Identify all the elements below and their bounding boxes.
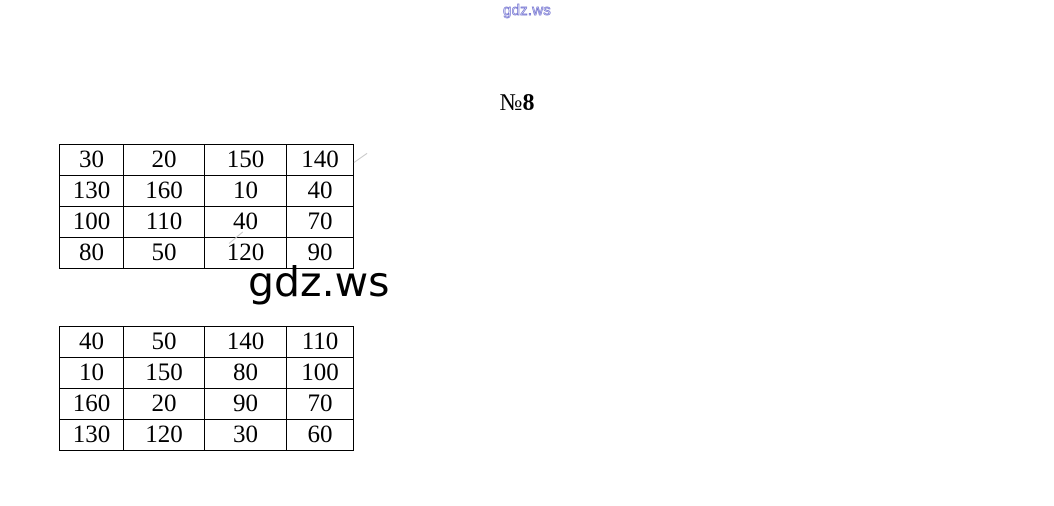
table-row: 130 120 30 60 [59, 419, 354, 451]
table-cell: 70 [286, 206, 354, 238]
table-cell: 150 [123, 357, 205, 389]
table-cell: 50 [123, 237, 205, 269]
table-cell: 100 [286, 357, 354, 389]
table-row: 100 110 40 70 [59, 206, 354, 238]
table-cell: 40 [204, 206, 287, 238]
table-cell: 60 [286, 419, 354, 451]
table-cell: 50 [123, 326, 205, 358]
table-cell: 20 [123, 388, 205, 420]
table-cell: 10 [59, 357, 124, 389]
table-cell: 80 [59, 237, 124, 269]
watermark-top: gdz.ws [503, 2, 551, 20]
table-cell: 130 [59, 419, 124, 451]
task-number-prefix: № [499, 90, 523, 116]
table-row: 130 160 10 40 [59, 175, 354, 207]
task-number-heading: №8 [0, 90, 1034, 117]
table-cell: 110 [286, 326, 354, 358]
table-cell: 40 [59, 326, 124, 358]
table-cell: 140 [286, 144, 354, 176]
table-row: 160 20 90 70 [59, 388, 354, 420]
table-cell: 30 [204, 419, 287, 451]
table-row: 80 50 120 90 [59, 237, 354, 269]
watermark-center: gdz.ws [248, 258, 390, 306]
table-row: 10 150 80 100 [59, 357, 354, 389]
table-cell: 70 [286, 388, 354, 420]
task-number-value: 8 [522, 90, 535, 116]
table-cell: 130 [59, 175, 124, 207]
table-cell: 90 [204, 388, 287, 420]
table-cell: 40 [286, 175, 354, 207]
table-row: 40 50 140 110 [59, 326, 354, 358]
table-cell: 80 [204, 357, 287, 389]
pencil-mark [353, 152, 368, 163]
table-cell: 120 [204, 237, 287, 269]
table-cell: 10 [204, 175, 287, 207]
table-cell: 160 [59, 388, 124, 420]
table-row: 30 20 150 140 [59, 144, 354, 176]
number-table-2: 40 50 140 110 10 150 80 100 160 20 90 70… [59, 326, 354, 451]
table-cell: 150 [204, 144, 287, 176]
table-cell: 30 [59, 144, 124, 176]
table-cell: 140 [204, 326, 287, 358]
table-cell: 20 [123, 144, 205, 176]
table-cell: 90 [286, 237, 354, 269]
table-cell: 160 [123, 175, 205, 207]
table-cell: 110 [123, 206, 205, 238]
table-cell: 120 [123, 419, 205, 451]
number-table-1: 30 20 150 140 130 160 10 40 100 110 40 7… [59, 144, 354, 269]
table-cell: 100 [59, 206, 124, 238]
